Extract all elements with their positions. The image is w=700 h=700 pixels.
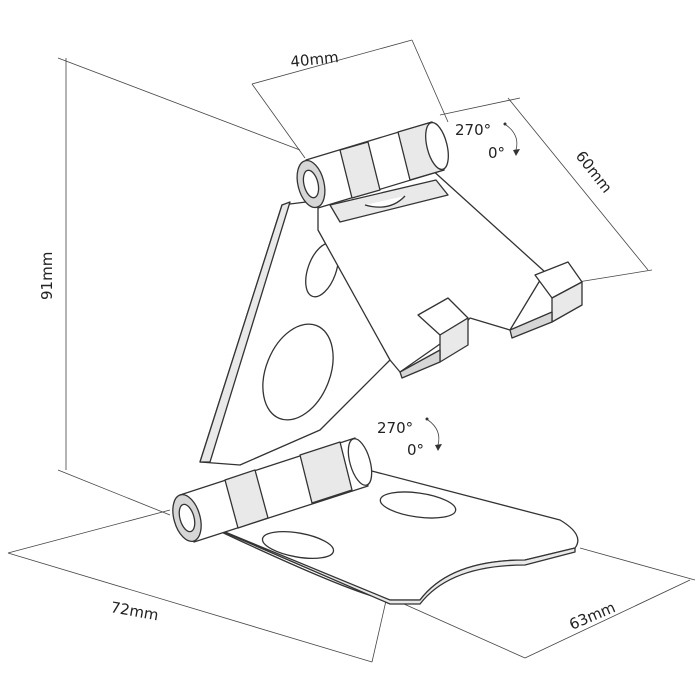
width-base-label: 72mm: [109, 598, 160, 624]
height-label: 91mm: [38, 252, 56, 300]
top-phone-plate: [317, 167, 583, 379]
top-rotation-max-label: 270°: [455, 121, 491, 139]
top-hinge: [296, 121, 449, 209]
top-rotation-min-label: 0°: [488, 144, 505, 162]
dimension-lines: [7, 39, 696, 663]
bottom-rotation-arrow-icon: [425, 417, 442, 451]
depth-top-label: 60mm: [572, 147, 616, 196]
depth-base-label: 63mm: [567, 598, 619, 633]
bottom-hinge: [172, 437, 373, 543]
bottom-rotation-min-label: 0°: [407, 441, 424, 459]
top-rotation-arrow-icon: [503, 122, 520, 156]
bottom-rotation-max-label: 270°: [377, 419, 413, 437]
width-top-label: 40mm: [290, 48, 340, 71]
